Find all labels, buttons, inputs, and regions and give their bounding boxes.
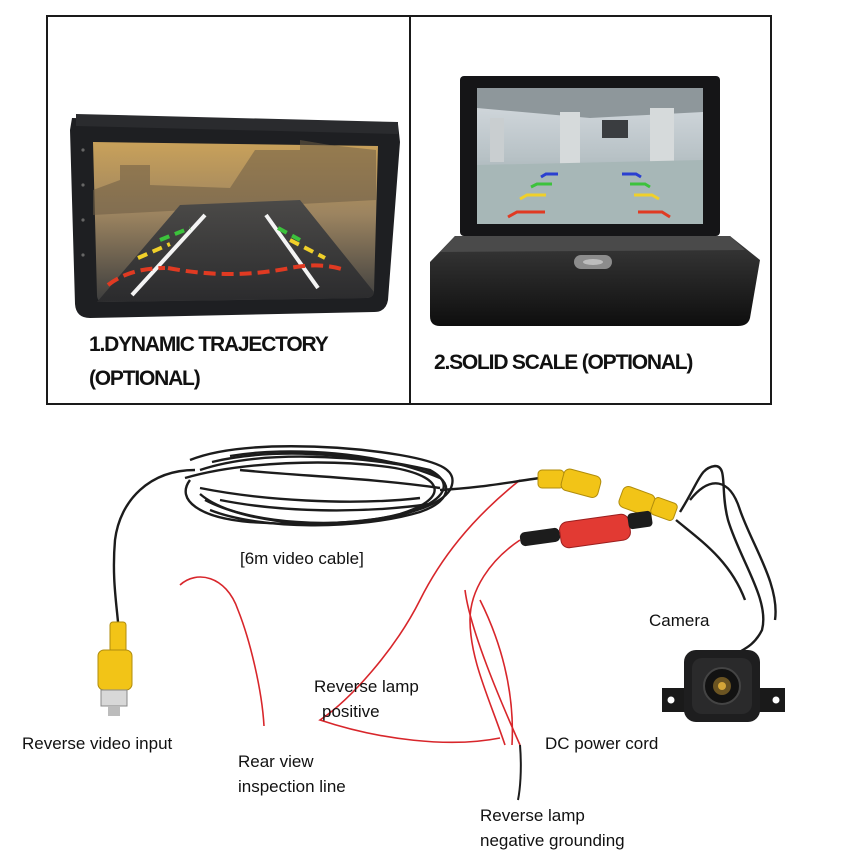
video-cable-label: [6m video cable] xyxy=(240,549,364,568)
rear-view-inspection-label: Rear view inspection line xyxy=(238,749,346,799)
rear-view-line2: inspection line xyxy=(238,777,346,796)
option-1-caption: 1.DYNAMIC TRAJECTORY (OPTIONAL) xyxy=(89,328,329,396)
option-1-caption-line1: 1.DYNAMIC TRAJECTORY xyxy=(89,333,329,356)
reverse-lamp-positive-line1: Reverse lamp xyxy=(314,677,419,696)
option-2-caption: 2.SOLID SCALE (OPTIONAL) xyxy=(434,346,693,380)
rear-camera-image xyxy=(662,650,785,722)
negative-grounding-line1: Reverse lamp xyxy=(480,806,585,825)
negative-grounding-label: Reverse lamp negative grounding xyxy=(480,803,625,853)
dc-plug-icon xyxy=(519,510,653,549)
rca-connector-pair-image xyxy=(537,468,678,521)
options-divider xyxy=(409,15,411,405)
reverse-video-input-label: Reverse video input xyxy=(22,734,173,753)
rca-plug-icon xyxy=(97,621,133,716)
reverse-lamp-positive-line2: positive xyxy=(322,702,380,721)
camera-label: Camera xyxy=(649,611,710,630)
reverse-lamp-positive-label: Reverse lamp positive xyxy=(314,674,419,724)
dc-power-cord-label: DC power cord xyxy=(545,734,659,753)
negative-grounding-line2: negative grounding xyxy=(480,831,625,850)
option-1-caption-line2: (OPTIONAL) xyxy=(89,367,201,390)
rear-view-line1: Rear view xyxy=(238,752,314,771)
option-2-caption-line1: 2.SOLID SCALE (OPTIONAL) xyxy=(434,351,693,374)
